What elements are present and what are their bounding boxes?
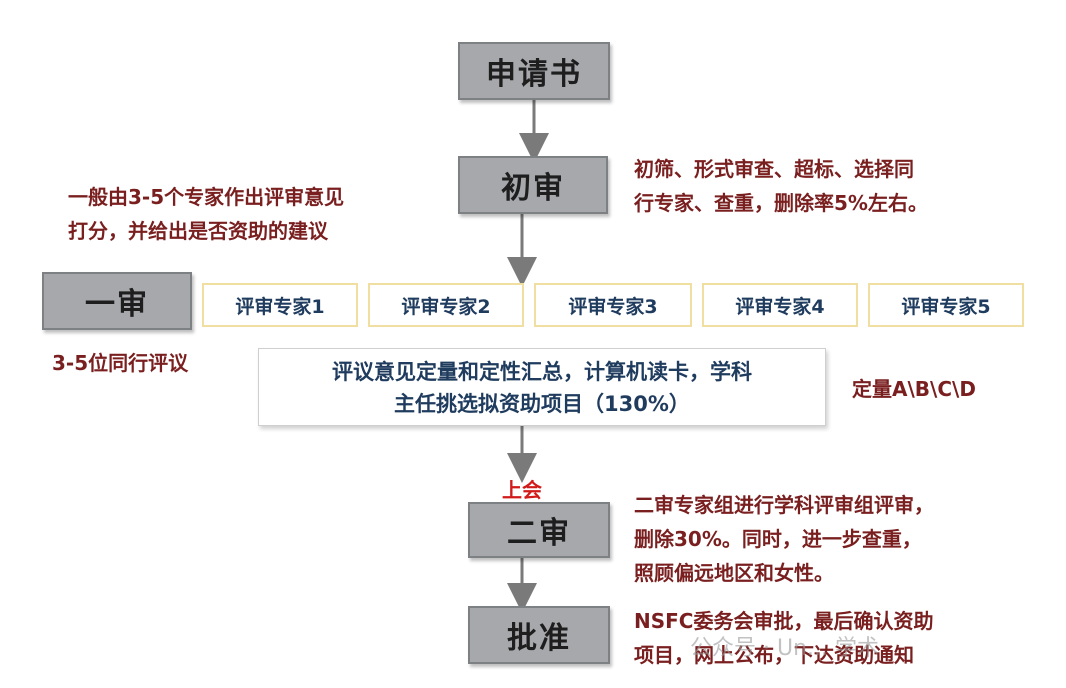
first-review-left-note: 一般由3-5个专家作出评审意见 打分，并给出是否资助的建议 — [68, 180, 344, 248]
first-review-right-line-2: 行专家、查重，删除率5%左右。 — [634, 191, 928, 215]
watermark: 公众号 · Un... 学术 — [690, 636, 879, 661]
summary-line-1: 评议意见定量和定性汇总，计算机读卡，学科 — [332, 360, 752, 384]
approval-note: NSFC委务会审批，最后确认资助 项目，网上公布，下达资助通知 — [634, 604, 933, 672]
application-box: 申请书 — [458, 42, 610, 100]
round-two-note: 二审专家组进行学科评审组评审， 删除30%。同时，进一步查重， 照顾偏远地区和女… — [634, 488, 934, 590]
round-one-box: 一审 — [42, 272, 192, 330]
approval-label: 批准 — [507, 621, 571, 656]
approval-line-2: 项目，网上公布，下达资助通知 — [634, 643, 914, 667]
expert-4: 评审专家4 — [702, 283, 858, 327]
round-one-label: 一审 — [85, 287, 149, 322]
expert-2: 评审专家2 — [368, 283, 524, 327]
first-review-left-line-1: 一般由3-5个专家作出评审意见 — [68, 185, 345, 209]
first-review-right-note: 初筛、形式审查、超标、选择同 行专家、查重，删除率5%左右。 — [634, 152, 928, 220]
expert-3: 评审专家3 — [534, 283, 692, 327]
summary-box: 评议意见定量和定性汇总，计算机读卡，学科 主任挑选拟资助项目（130%） — [258, 348, 826, 426]
first-review-label: 初审 — [501, 171, 565, 206]
quant-note: 定量A\B\C\D — [852, 377, 976, 401]
application-label: 申请书 — [486, 57, 582, 92]
round-two-line-2: 删除30%。同时，进一步查重， — [634, 527, 922, 551]
round-two-label: 二审 — [507, 516, 571, 551]
round-two-line-1: 二审专家组进行学科评审组评审， — [634, 493, 934, 517]
peer-review-note: 3-5位同行评议 — [52, 351, 189, 375]
expert-1: 评审专家1 — [202, 283, 358, 327]
summary-line-2: 主任挑选拟资助项目（130%） — [394, 392, 690, 416]
first-review-box: 初审 — [458, 156, 608, 214]
round-two-line-3: 照顾偏远地区和女性。 — [634, 561, 834, 585]
meeting-label: 上会 — [502, 478, 542, 502]
expert-5: 评审专家5 — [868, 283, 1024, 327]
approval-line-1: NSFC委务会审批，最后确认资助 — [634, 609, 934, 633]
approval-box: 批准 — [468, 606, 610, 664]
first-review-left-line-2: 打分，并给出是否资助的建议 — [68, 219, 328, 243]
first-review-right-line-1: 初筛、形式审查、超标、选择同 — [634, 157, 914, 181]
round-two-box: 二审 — [468, 502, 610, 558]
